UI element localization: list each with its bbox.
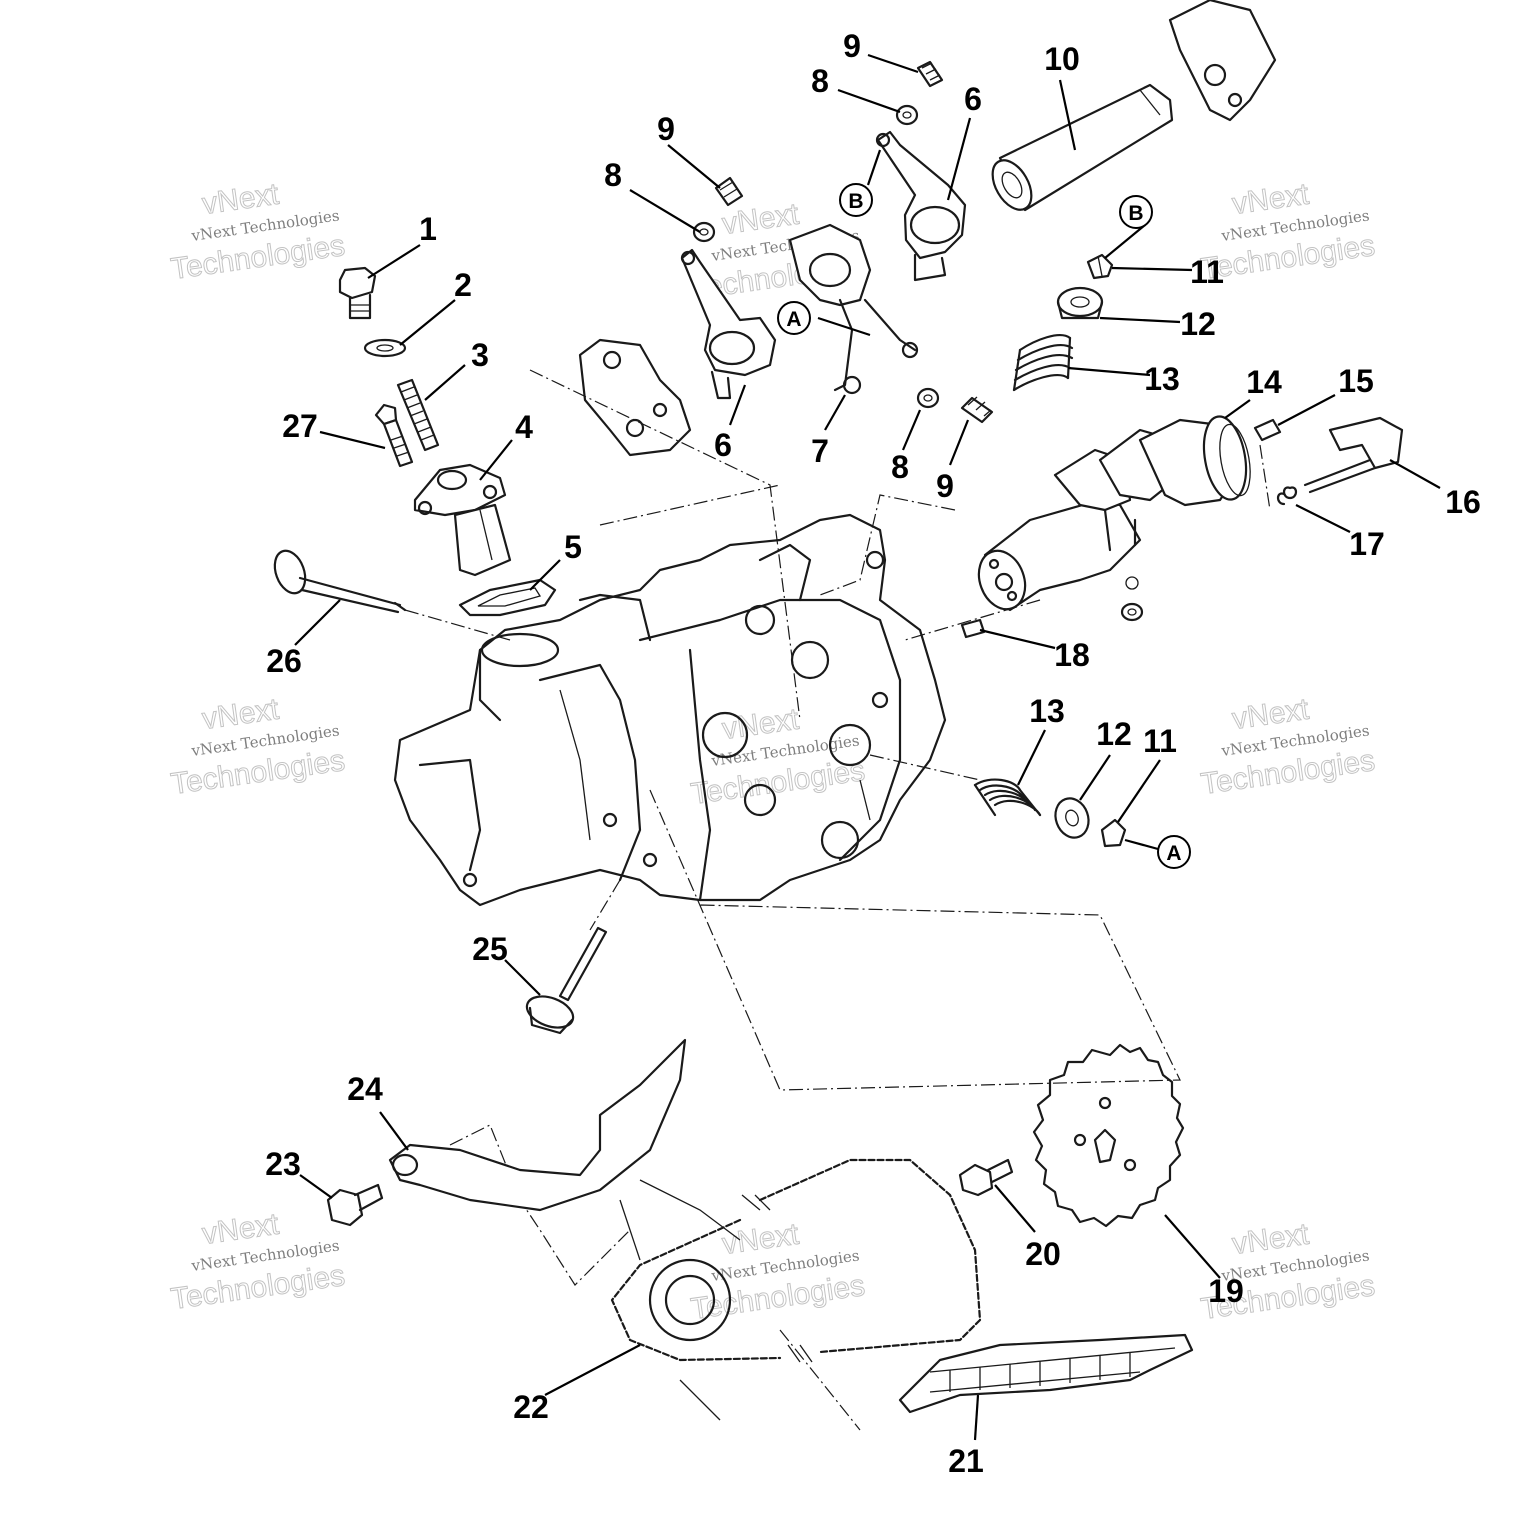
callout-label: 10 — [1044, 41, 1080, 77]
callout-label: 6 — [714, 427, 732, 463]
part-14-camshaft — [977, 415, 1251, 612]
part-6-rocker-right — [875, 130, 967, 282]
part-21-chain-guide — [898, 1333, 1194, 1414]
callout-label: 9 — [936, 468, 954, 504]
part-6-rocker-left — [680, 248, 777, 400]
callout-label: 8 — [811, 63, 829, 99]
callout-label: 24 — [347, 1071, 383, 1107]
callouts: 1 2 3 4 5 6 6 7 8 8 8 9 9 9 10 11 11 12 … — [265, 28, 1481, 1479]
part-9-adjuster-screw — [916, 60, 944, 88]
callout-label: 22 — [513, 1389, 549, 1425]
part-9-adjuster-screw — [714, 176, 744, 207]
part-26-intake-valve — [273, 549, 407, 614]
callout-label: 16 — [1445, 484, 1481, 520]
part-23-pivot-bolt — [326, 1183, 384, 1227]
callout-label: 5 — [564, 529, 582, 565]
callout-label: 23 — [265, 1146, 301, 1182]
part-9-adjuster-screw — [960, 396, 994, 424]
watermark: vNext vNext Technologies Technologies — [688, 1217, 867, 1326]
part-19-cam-sprocket — [1032, 1043, 1185, 1228]
callout-label: 14 — [1246, 364, 1282, 400]
callout-label: 8 — [891, 449, 909, 485]
part-4-tensioner — [413, 463, 512, 577]
callout-label: 15 — [1338, 363, 1374, 399]
part-5-gasket — [458, 578, 557, 617]
watermark-brand-large: vNext — [200, 1208, 281, 1251]
callout-label: 9 — [657, 111, 675, 147]
callout-label: 13 — [1144, 361, 1180, 397]
reference-marker-b-label: B — [1128, 202, 1143, 225]
callout-label: 20 — [1025, 1236, 1061, 1272]
callout-label: 4 — [515, 409, 533, 445]
callout-label: 12 — [1096, 716, 1132, 752]
part-3-stud — [396, 378, 440, 452]
reference-marker-a: A — [777, 301, 811, 335]
callout-label: 26 — [266, 643, 302, 679]
watermark-brand-large: vNext — [720, 198, 801, 241]
reference-marker-a-label: A — [1166, 842, 1181, 865]
part-8-nut — [692, 221, 716, 243]
part-25-exhaust-valve — [525, 926, 608, 1035]
part-11-keeper-lower — [1100, 818, 1127, 848]
part-17-spring — [1276, 486, 1298, 506]
watermark: vNext vNext Technologies Technologies — [168, 692, 347, 801]
watermark: vNext vNext Technologies Technologies — [1198, 692, 1377, 801]
reference-marker-b-label: B — [848, 190, 863, 213]
callout-label: 8 — [604, 157, 622, 193]
callout-label: 21 — [948, 1443, 984, 1479]
part-2-washer — [363, 338, 407, 358]
watermark-brand-large: vNext — [200, 178, 281, 221]
callout-label: 11 — [1143, 723, 1177, 759]
watermark-brand-large: vNext — [1230, 693, 1311, 736]
reference-marker-a-label: A — [786, 308, 801, 331]
reference-marker-b: B — [839, 183, 873, 217]
callout-label: 25 — [472, 931, 508, 967]
callout-label: 7 — [811, 433, 829, 469]
reference-marker-b: B — [1119, 195, 1153, 229]
part-24-chain-tensioner-guide — [388, 1038, 687, 1212]
cylinder-head — [393, 513, 947, 907]
part-1-plug-bolt — [338, 266, 377, 320]
part-11-keeper-upper — [1086, 253, 1114, 280]
part-camshaft-ball — [1120, 576, 1144, 622]
part-12-retainer-lower — [1054, 797, 1090, 839]
part-7-rocker-center — [788, 223, 919, 395]
callout-label: 11 — [1190, 254, 1224, 290]
part-8-nut — [916, 387, 940, 409]
part-27-bolt — [374, 403, 414, 468]
part-20-bolt — [958, 1158, 1014, 1197]
callout-label: 2 — [454, 267, 472, 303]
callout-label: 18 — [1054, 637, 1090, 673]
callout-label: 13 — [1029, 693, 1065, 729]
watermark: vNext vNext Technologies Technologies — [168, 1207, 347, 1316]
part-13-spring-lower — [973, 778, 1042, 817]
callout-label: 17 — [1349, 526, 1385, 562]
callout-label: 9 — [843, 28, 861, 64]
callout-label: 3 — [471, 337, 489, 373]
watermark-brand-large: vNext — [200, 693, 281, 736]
watermark: vNext vNext Technologies Technologies — [168, 177, 347, 286]
watermark-brand-large: vNext — [720, 703, 801, 746]
leader-lines — [294, 53, 1441, 1441]
part-13-spring-upper — [1012, 333, 1074, 392]
watermark-brand-large: vNext — [1230, 178, 1311, 221]
part-22-timing-chain — [610, 1158, 982, 1363]
part-16-decompressor-shaft — [1303, 416, 1404, 494]
watermark-brand-large: vNext — [1230, 1218, 1311, 1261]
part-10-rocker-shaft — [991, 83, 1174, 212]
callout-label: 19 — [1208, 1273, 1244, 1309]
callout-label: 27 — [282, 408, 318, 444]
cam-carrier — [578, 0, 1277, 457]
callout-label: 6 — [964, 81, 982, 117]
assembly-centerlines — [404, 369, 1271, 1431]
callout-label: 12 — [1180, 306, 1216, 342]
crank-sprocket — [619, 1179, 741, 1421]
part-15-pin — [1253, 418, 1282, 442]
callout-label: 1 — [419, 211, 437, 247]
part-8-nut — [895, 104, 919, 126]
reference-marker-a: A — [1157, 835, 1191, 869]
part-12-retainer-upper — [1056, 286, 1104, 320]
